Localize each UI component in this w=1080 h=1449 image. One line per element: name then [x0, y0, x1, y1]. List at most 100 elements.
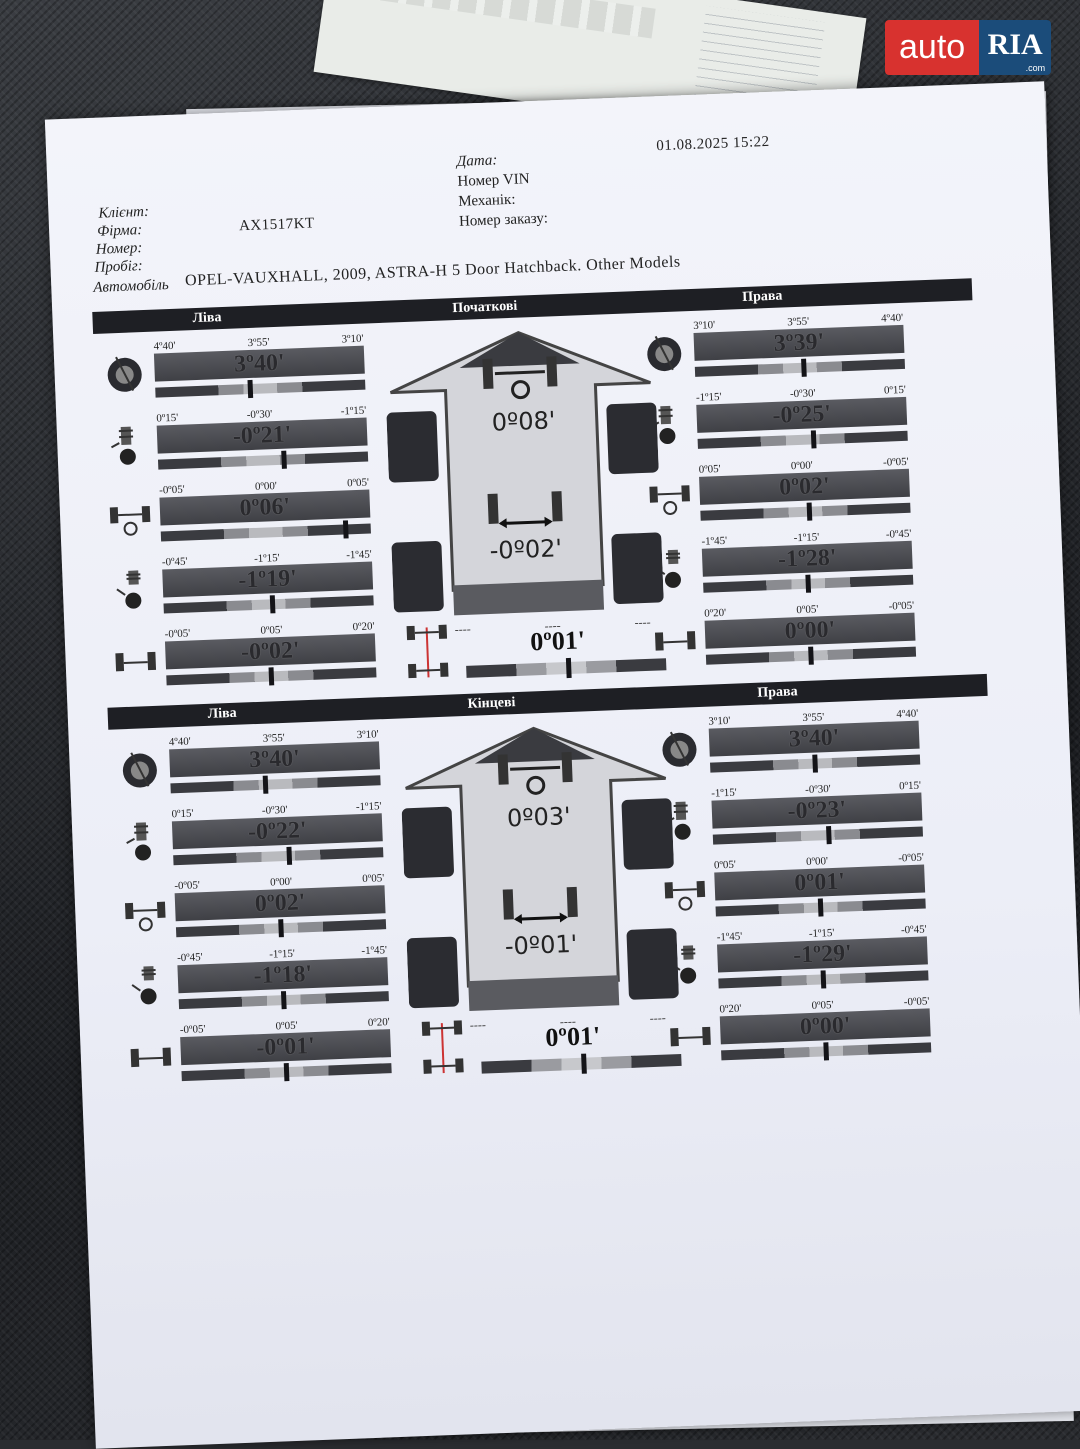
gauge-scale: [718, 970, 929, 989]
right-gauge-5: 0º20'0º05'-0º05'0º00': [719, 994, 932, 1061]
right-gauge-3: 0º05'0º00'-0º05'0º01': [714, 850, 926, 917]
gauge-tick-label: 4º40': [168, 735, 191, 749]
left-gauge-5: -0º05'0º05'0º20'-0º01': [179, 1015, 392, 1082]
caster-icon: [102, 350, 148, 396]
gauge-tick-label: -0º05': [903, 995, 930, 1009]
thrust-angle-marker: [581, 1053, 587, 1074]
thrust-angle-value: 0º01': [544, 1021, 601, 1053]
gauge-tick-label: 0º05': [346, 476, 370, 490]
left-side-title: Ліва: [207, 705, 237, 722]
section-title: Початкові: [452, 298, 518, 317]
left-gauge-3: -0º05'0º00'0º05'0º06': [159, 476, 371, 542]
gauge-tick-label: -0º45': [885, 527, 912, 541]
gauge-tick-label: 0º20': [704, 606, 727, 620]
gauge-marker: [342, 520, 349, 539]
gauge-tick-label: -0º30': [246, 408, 273, 422]
gauge-tick-label: 3º10': [693, 319, 716, 332]
gauge-tick-label: -1º15': [355, 800, 382, 814]
gauge-marker: [283, 1063, 290, 1082]
toe-icon: [647, 473, 693, 519]
mechanic-label: Механік:: [457, 191, 516, 210]
gauge-tick-label: 0º15': [898, 779, 922, 793]
gauge-tick-label: 0º05': [260, 623, 283, 637]
left-gauge-2: 0º15'-0º30'-1º15'-0º21': [156, 404, 369, 470]
gauge-scale: [157, 450, 369, 470]
gauge-tick-label: 0º15': [156, 411, 179, 425]
car-label: Автомобіль: [93, 277, 169, 296]
gauge-tick-label: 0º20': [367, 1016, 390, 1029]
rear-total-toe: -0º02': [489, 534, 563, 565]
caster-icon: [657, 725, 703, 771]
gauge-tick-label: -0º05': [898, 851, 925, 865]
rear-total-toe: -0º01': [504, 929, 578, 961]
gauge-marker: [812, 754, 818, 773]
gauge-tick-label: 3º55': [786, 315, 810, 329]
date-label: Дата:: [456, 152, 498, 170]
toe-icon: [662, 869, 708, 915]
gauge-marker: [281, 450, 287, 469]
camber-icon: [105, 422, 151, 468]
gauge-tick-label: 4º40': [880, 311, 904, 325]
left-gauge-4: -0º45'-1º15'-1º45'-1º18': [177, 943, 389, 1010]
gauge-scale: [703, 574, 914, 593]
gauge-marker: [278, 919, 284, 938]
empty-value-dashes: ----: [634, 614, 651, 630]
thrust-angle-value: 0º01': [529, 625, 586, 657]
gauge-tick-label: -0º45': [900, 923, 927, 937]
gauge-tick-label: 3º10': [341, 332, 364, 346]
client-label: Клієнт:: [98, 203, 150, 222]
gauge-scale: [170, 775, 381, 794]
car-model: OPEL-VAUXHALL, 2009, ASTRA-H 5 Door Hatc…: [184, 253, 681, 290]
rear-toe-icon: [668, 1013, 714, 1059]
right-gauge-4: -1º45'-1º15'-0º45'-1º28': [701, 527, 914, 593]
gauge-tick-label: -0º05': [174, 879, 201, 893]
thrust-angle-scale: [481, 1053, 682, 1074]
gauge-tick-label: -1º15': [808, 926, 835, 940]
auto-logo-text: auto: [885, 20, 980, 75]
gauge-tick-label: 3º55': [247, 336, 270, 350]
gauge-scale: [160, 520, 371, 542]
gauge-scale: [163, 595, 374, 614]
gauge-marker: [801, 358, 807, 377]
left-gauge-2: 0º15'-0º30'-1º15'-0º22': [171, 799, 384, 866]
toe-icon: [107, 494, 153, 540]
ria-logo-com: .com: [1025, 63, 1046, 73]
measurement-section: 4º40'3º55'3º10'3º40'0º15'-0º30'-1º15'-0º…: [108, 696, 1002, 1100]
gauge-tick-label: 0º20': [719, 1002, 742, 1016]
gauge-tick-label: 3º10': [356, 728, 379, 742]
gauge-marker: [810, 430, 817, 449]
gauge-tick-label: -0º30': [789, 387, 816, 401]
gauge-scale: [705, 646, 917, 665]
gauge-tick-label: -1º15': [793, 531, 820, 545]
right-gauge-5: 0º20'0º05'-0º05'0º00': [704, 599, 917, 665]
gauge-tick-label: 0º00': [269, 875, 293, 889]
gauge-tick-label: -0º30': [804, 783, 831, 796]
gauge-scale: [166, 667, 377, 686]
gauge-tick-label: 3º55': [262, 731, 285, 745]
right-gauge-4: -1º45'-1º15'-0º45'-1º29': [716, 922, 929, 989]
rear-toe-icon: [113, 638, 159, 684]
rear-toe-icon: [652, 617, 698, 663]
vehicle-diagram: [398, 718, 680, 1033]
left-gauge-3: -0º05'0º00'0º05'0º02': [174, 871, 387, 938]
order-label: Номер заказу:: [458, 210, 549, 230]
gauge-tick-label: -0º05': [179, 1023, 206, 1037]
right-gauge-1: 3º10'3º55'4º40'3º39': [693, 311, 906, 377]
gauge-scale: [700, 502, 911, 521]
measurement-section: 4º40'3º55'3º10'3º40'0º15'-0º30'-1º15'-0º…: [93, 300, 987, 704]
caster-icon: [117, 746, 163, 792]
gauge-tick-label: -1º45': [716, 930, 743, 944]
camber-icon: [120, 818, 166, 864]
ria-logo-word: RIA: [987, 28, 1043, 61]
gauge-marker: [823, 1042, 830, 1061]
gauge-tick-label: -1º45': [701, 534, 728, 548]
gauge-tick-label: 0º05': [796, 603, 819, 617]
gauge-marker: [269, 595, 276, 614]
gauge-scale: [712, 826, 924, 845]
gauge-tick-label: 4º40': [153, 339, 176, 353]
gauge-tick-label: 4º40': [896, 707, 919, 721]
gauge-marker: [280, 991, 287, 1010]
report-content: Дата: 01.08.2025 15:22 Номер VIN Механік…: [86, 124, 1002, 1099]
gauge-scale: [173, 846, 384, 866]
front-total-toe: 0º03': [506, 802, 572, 833]
